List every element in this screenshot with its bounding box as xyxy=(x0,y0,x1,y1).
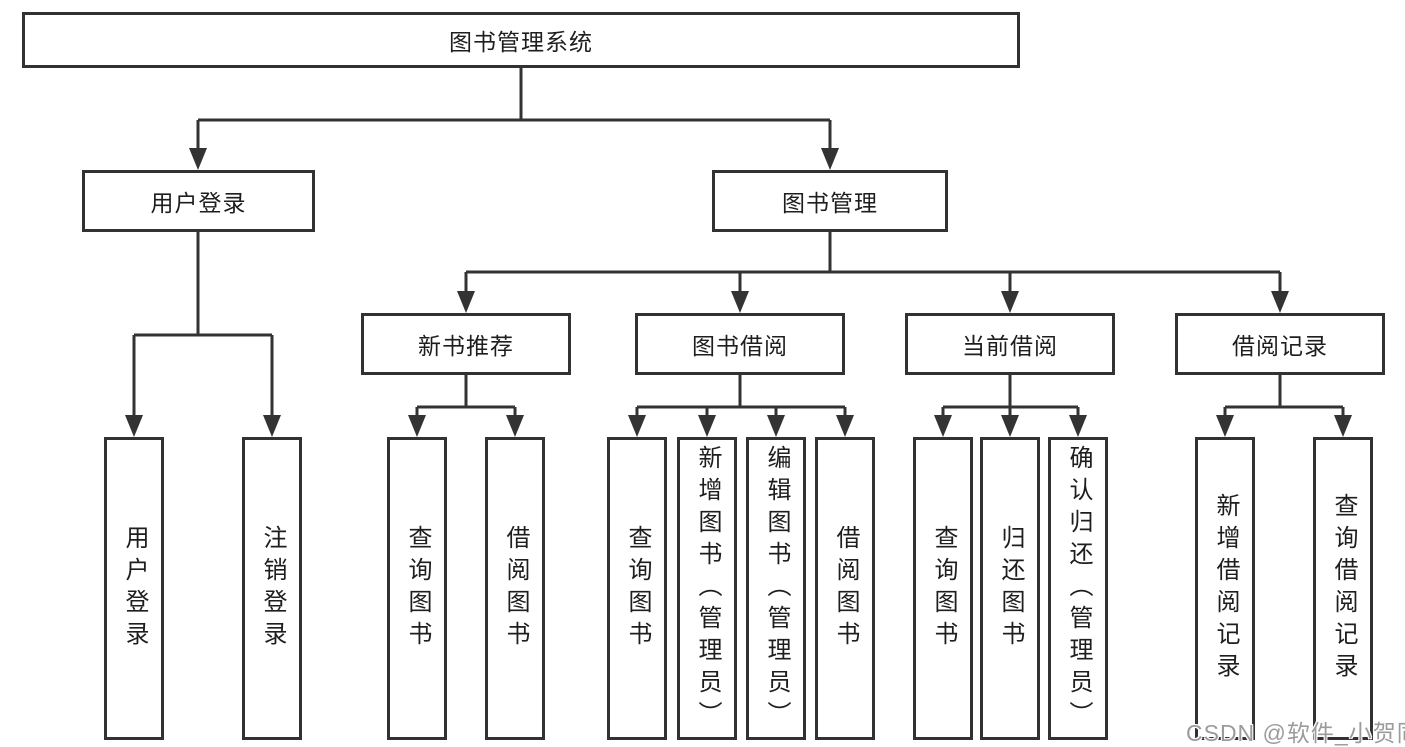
leaf-query-books-2: 查询图书 xyxy=(607,437,667,740)
leaf-edit-books-admin-label: 编辑图书（管理员） xyxy=(763,444,790,733)
node-book-borrowing: 图书借阅 xyxy=(635,313,845,375)
node-borrow-records-label: 借阅记录 xyxy=(1232,333,1328,359)
node-borrow-records: 借阅记录 xyxy=(1175,313,1385,375)
leaf-return-books-label: 归还图书 xyxy=(997,524,1024,653)
watermark-text: CSDN @软件_小贺同学 xyxy=(1186,720,1405,746)
leaf-return-books: 归还图书 xyxy=(980,437,1040,740)
leaf-add-borrow-record: 新增借阅记录 xyxy=(1195,437,1255,740)
node-user-login: 用户登录 xyxy=(82,170,315,232)
node-book-management-label: 图书管理 xyxy=(782,190,878,216)
node-library-system-label: 图书管理系统 xyxy=(449,29,593,55)
node-user-login-label: 用户登录 xyxy=(150,190,247,216)
node-book-management: 图书管理 xyxy=(712,170,948,232)
leaf-confirm-return-admin-label: 确认归还（管理员） xyxy=(1065,444,1092,733)
leaf-user-login-label: 用户登录 xyxy=(121,524,148,653)
leaf-query-books-1-label: 查询图书 xyxy=(404,524,431,653)
leaf-logout-label: 注销登录 xyxy=(259,524,286,653)
node-new-book-recommend-label: 新书推荐 xyxy=(418,333,514,359)
node-current-borrowing: 当前借阅 xyxy=(905,313,1115,375)
leaf-borrow-books-1-label: 借阅图书 xyxy=(502,524,529,653)
node-current-borrowing-label: 当前借阅 xyxy=(962,333,1058,359)
leaf-query-books-3-label: 查询图书 xyxy=(930,524,957,653)
leaf-borrow-books-2: 借阅图书 xyxy=(815,437,875,740)
leaf-add-books-admin: 新增图书（管理员） xyxy=(677,437,737,740)
leaf-confirm-return-admin: 确认归还（管理员） xyxy=(1048,437,1108,740)
node-book-borrowing-label: 图书借阅 xyxy=(692,333,788,359)
leaf-query-books-2-label: 查询图书 xyxy=(624,524,651,653)
leaf-query-books-3: 查询图书 xyxy=(913,437,973,740)
leaf-logout: 注销登录 xyxy=(242,437,302,740)
leaf-query-borrow-record-label: 查询借阅记录 xyxy=(1330,492,1357,685)
leaf-query-borrow-record: 查询借阅记录 xyxy=(1313,437,1373,740)
leaf-add-books-admin-label: 新增图书（管理员） xyxy=(694,444,721,733)
node-library-system: 图书管理系统 xyxy=(22,12,1020,68)
leaf-query-books-1: 查询图书 xyxy=(387,437,447,740)
leaf-borrow-books-2-label: 借阅图书 xyxy=(832,524,859,653)
node-new-book-recommend: 新书推荐 xyxy=(361,313,571,375)
leaf-add-borrow-record-label: 新增借阅记录 xyxy=(1212,492,1239,685)
leaf-borrow-books-1: 借阅图书 xyxy=(485,437,545,740)
leaf-user-login: 用户登录 xyxy=(104,437,164,740)
leaf-edit-books-admin: 编辑图书（管理员） xyxy=(746,437,806,740)
